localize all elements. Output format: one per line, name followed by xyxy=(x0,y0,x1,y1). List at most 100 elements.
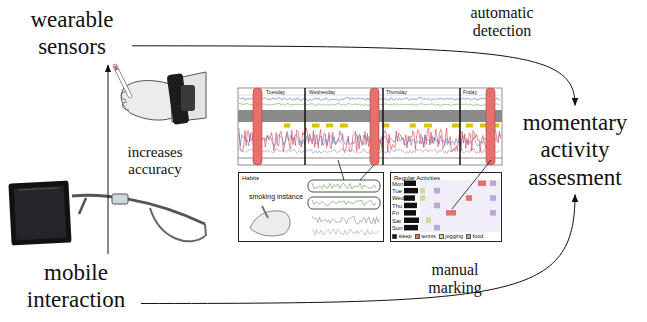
weekday-label: Mon xyxy=(392,181,404,187)
activity-blocks-part xyxy=(490,195,496,201)
sensor-label: wearable sensors xyxy=(16,4,128,62)
watch-hand-illustration-part xyxy=(121,81,172,121)
sensor-signals-part xyxy=(312,124,320,128)
sensor-signals-part xyxy=(239,104,500,106)
habit-signals-part xyxy=(312,216,380,224)
legend-text: tennis xyxy=(421,234,436,240)
activity-blocks-part xyxy=(490,181,496,187)
activity-blocks-part xyxy=(404,218,419,224)
day-header: Thursday xyxy=(386,90,407,95)
node-text: wearable sensors xyxy=(20,6,124,60)
flow-arrow xyxy=(132,46,575,105)
instance-caption: smoking instance xyxy=(249,193,303,200)
timeline-panel-part xyxy=(486,88,495,165)
interaction-label: mobile interaction xyxy=(15,257,137,315)
activity-blocks-part xyxy=(490,210,496,216)
timeline-panel-part xyxy=(370,88,379,165)
activity-blocks-part xyxy=(404,210,416,216)
node-text: momentary activity assesment xyxy=(511,109,640,190)
legend-item: sleep xyxy=(392,234,412,240)
activity-blocks-part xyxy=(404,203,417,209)
glasses-illustration-part xyxy=(205,224,206,236)
glasses-illustration-part xyxy=(112,194,128,204)
day-header: Tuesday xyxy=(266,90,285,95)
weekday-label: Sun xyxy=(392,225,403,231)
habits-panel: Habits smoking instance xyxy=(238,172,384,242)
weekday-label: Sat xyxy=(392,218,401,224)
phone-illustration-part xyxy=(18,188,58,190)
phone-illustration-part xyxy=(8,180,71,245)
sensor-signals-part xyxy=(239,98,500,101)
activity-blocks-part xyxy=(478,181,486,187)
activity-blocks-part xyxy=(404,188,418,194)
edge-label: automatic detection xyxy=(462,4,542,41)
activities-panel: Regular Activities xyxy=(390,172,502,242)
weekday-label: Thu xyxy=(392,203,402,209)
glasses-illustration-part xyxy=(79,198,86,214)
sensor-signals-part xyxy=(410,124,416,128)
legend-item: food xyxy=(466,234,483,240)
panel-title: Habits xyxy=(242,175,259,181)
activity-legend: sleep tennis joggingfood xyxy=(392,234,483,240)
zoom-lines xyxy=(338,160,491,209)
activity-blocks-part xyxy=(434,203,440,209)
habit-signals xyxy=(312,183,380,235)
timeline-panel-part xyxy=(382,88,384,165)
glasses-illustration xyxy=(72,194,206,241)
activity-blocks-part xyxy=(434,225,440,231)
activity-blocks-part xyxy=(404,195,415,201)
habits-graphics-part xyxy=(308,180,380,192)
sensor-signals-part xyxy=(326,124,333,128)
activity-blocks-part xyxy=(434,188,440,194)
assessment-label: momentary activity assesment xyxy=(507,107,644,192)
node-text: mobile interaction xyxy=(19,259,133,313)
habit-signals-part xyxy=(312,183,376,189)
weekday-label: Wed xyxy=(392,195,404,201)
watch-hand-illustration-part xyxy=(122,102,129,110)
glasses-illustration-part xyxy=(150,208,205,241)
glasses-illustration-part xyxy=(72,195,205,224)
activity-blocks-part xyxy=(404,225,418,231)
timeline-panel-part xyxy=(238,88,502,165)
legend-text: sleep xyxy=(399,234,412,240)
legend-item: tennis xyxy=(415,234,436,240)
legend-swatch xyxy=(466,234,471,239)
regular-activities-graphics-part xyxy=(420,180,500,232)
habits-graphics-part xyxy=(308,197,380,209)
habits-graphics xyxy=(250,180,380,236)
sensor-signals-part xyxy=(466,124,473,128)
edge-label: increases accuracy xyxy=(115,144,195,179)
activity-blocks xyxy=(404,181,496,231)
weekday-label: Fri xyxy=(392,210,399,216)
sensor-signals-part xyxy=(424,124,432,128)
activity-blocks-part xyxy=(404,181,416,187)
regular-activities-graphics xyxy=(404,180,500,232)
habits-graphics-part xyxy=(250,211,290,236)
watch-hand-illustration-part xyxy=(115,66,130,96)
flow-arrow xyxy=(141,195,575,304)
timeline-panel-part xyxy=(459,88,461,165)
watch-hand-illustration-part xyxy=(115,66,130,96)
legend-item: jogging xyxy=(439,234,463,240)
sensor-signals-part xyxy=(284,124,290,128)
zoom-lines-part xyxy=(338,160,344,180)
day-header: Friday xyxy=(463,90,477,95)
legend-text: jogging xyxy=(445,234,463,240)
legend-swatch xyxy=(392,234,397,239)
habit-signals-part xyxy=(312,229,380,235)
weekday-label: Tue xyxy=(392,188,402,194)
legend-swatch xyxy=(415,234,420,239)
zoom-lines-part xyxy=(452,160,491,209)
phone-illustration xyxy=(8,180,71,245)
phone-illustration-part xyxy=(14,186,67,241)
day-header: Wednesday xyxy=(309,90,335,95)
activity-blocks-part xyxy=(446,210,456,216)
habits-graphics-part xyxy=(262,206,268,218)
activity-blocks-part xyxy=(426,218,431,224)
timeline-panel xyxy=(238,88,502,165)
activity-blocks-part xyxy=(420,195,425,201)
timeline-panel-part xyxy=(304,88,306,165)
watch-hand-illustration xyxy=(115,66,206,125)
